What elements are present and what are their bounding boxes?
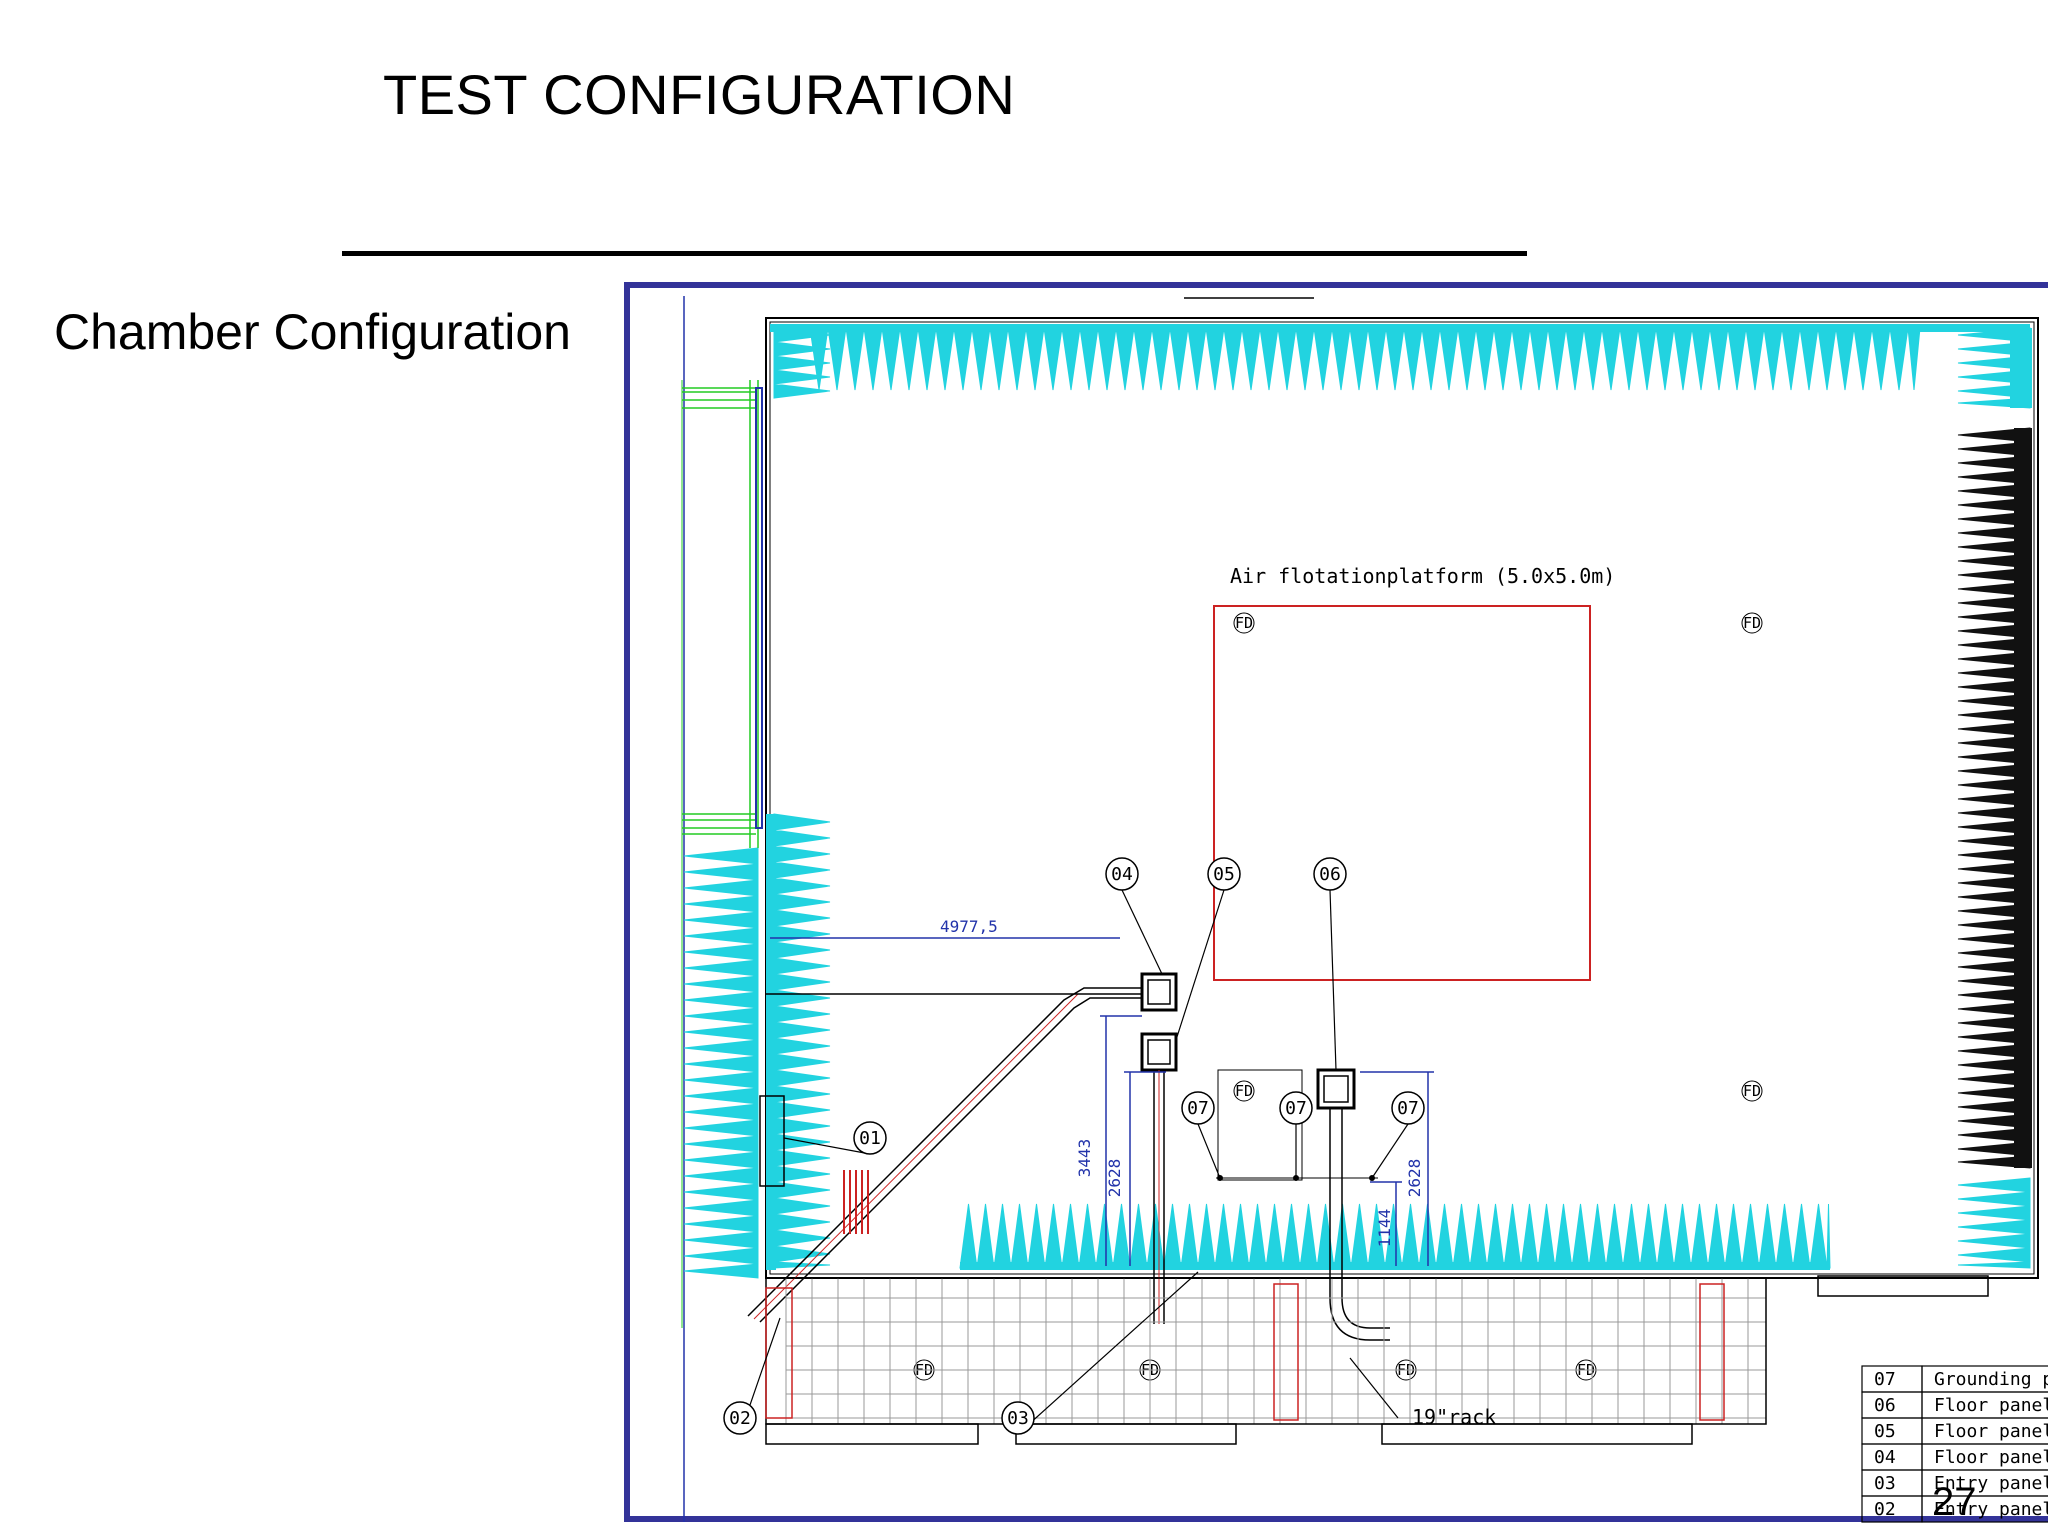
chamber-drawing: Air flotationplatform (5.0x5.0m) FD FD F… <box>681 296 2048 1523</box>
absorber-cone <box>809 327 1921 391</box>
absorber-cone <box>959 1203 1831 1269</box>
callout-circle <box>1313 857 1347 891</box>
legend-description: Entry panel <box>1934 1473 2048 1494</box>
callout-label-06: 06 <box>1319 864 1341 885</box>
legend-description: Entry panel <box>1934 1499 2048 1520</box>
rack-label: 19"rack <box>1412 1405 1496 1429</box>
legend-number: 06 <box>1874 1395 1896 1416</box>
absorber-cone <box>1957 427 2031 1169</box>
legend-number: 07 <box>1874 1369 1896 1390</box>
fd-marker: FD <box>1743 1082 1761 1100</box>
callout-circle <box>1207 857 1241 891</box>
absorber-cone <box>683 847 759 1279</box>
cable-duct <box>747 987 1390 1341</box>
callout-label-07: 07 <box>1187 1098 1209 1119</box>
callout-circle <box>1391 1091 1425 1125</box>
page-number: 27 <box>1932 1480 1977 1524</box>
callout-leader <box>1175 889 1225 1041</box>
absorber-left-outer <box>683 847 759 1279</box>
absorber-left-bottom <box>766 813 831 1270</box>
callout-label-07: 07 <box>1285 1098 1307 1119</box>
dim-horizontal: 4977,5 <box>940 917 998 936</box>
air-flotation-platform <box>1213 605 1591 981</box>
door-structure <box>681 380 759 1328</box>
absorber-bottom <box>959 1203 1831 1270</box>
fd-marker: FD <box>1235 614 1253 632</box>
door-frame <box>755 387 763 829</box>
callout-leader <box>1017 1271 1199 1435</box>
absorber-right-cyan-top <box>1957 327 2032 409</box>
callout-circle <box>853 1121 887 1155</box>
callout-label-01: 01 <box>859 1128 881 1149</box>
absorber-left-top <box>773 327 831 399</box>
legend-number: 02 <box>1874 1499 1896 1520</box>
legend-number: 03 <box>1874 1473 1896 1494</box>
legend-description: Floor panel <box>1934 1395 2048 1416</box>
fd-marker: FD <box>1743 614 1761 632</box>
absorber-cone <box>773 327 831 399</box>
callout-group: 01 02 03 04 05 06 07 07 07 <box>723 857 1425 1435</box>
callout-leader <box>1371 1123 1409 1179</box>
absorber-cone <box>1957 1177 2031 1269</box>
callout-circle <box>1105 857 1139 891</box>
legend-number: 05 <box>1874 1421 1896 1442</box>
title-underline <box>342 251 1527 256</box>
platform-label: Air flotationplatform (5.0x5.0m) <box>1230 564 1615 588</box>
dim-vertical-2: 2628 <box>1105 1159 1124 1198</box>
dim-vertical-3: 2628 <box>1405 1159 1424 1198</box>
callout-label-04: 04 <box>1111 864 1133 885</box>
callout-leader <box>1329 889 1337 1071</box>
section-label: Chamber Configuration <box>54 304 571 360</box>
legend-description: Grounding p <box>1934 1369 2048 1390</box>
callout-label-05: 05 <box>1213 864 1235 885</box>
legend-number: 04 <box>1874 1447 1896 1468</box>
callout-leader <box>783 1137 871 1155</box>
chamber-drawing-frame: Air flotationplatform (5.0x5.0m) FD FD F… <box>624 282 2048 1523</box>
callout-leader <box>1121 889 1163 975</box>
bottom-right-panel <box>1817 1275 1989 1297</box>
legend-description: Floor panel <box>1934 1421 2048 1442</box>
callout-circle <box>1001 1401 1035 1435</box>
callout-circle <box>1279 1091 1313 1125</box>
dim-vertical-1: 3443 <box>1075 1139 1094 1178</box>
dimension-lines <box>770 937 1434 1266</box>
legend-description: Floor panel <box>1934 1447 2048 1468</box>
chamber-wall-inner <box>769 321 2035 1275</box>
absorber-top <box>770 324 2030 391</box>
callout-label-02: 02 <box>729 1408 751 1429</box>
feedthrough-block <box>843 1170 869 1234</box>
dim-vertical-4: 1144 <box>1375 1209 1394 1248</box>
instrument-box <box>1217 1069 1303 1181</box>
slide-title: TEST CONFIGURATION <box>383 63 1016 126</box>
fd-marker: FD <box>1235 1082 1253 1100</box>
absorber-right-dark <box>1957 427 2032 1169</box>
absorber-cone <box>773 813 831 1269</box>
callout-circle <box>1181 1091 1215 1125</box>
callout-label-03: 03 <box>1007 1408 1029 1429</box>
callout-circle <box>723 1401 757 1435</box>
callout-label-07: 07 <box>1397 1098 1419 1119</box>
door-panel-left <box>759 1095 785 1187</box>
callout-leader <box>1197 1123 1221 1179</box>
floor-grid <box>785 1278 1766 1424</box>
absorber-right-cyan-bottom <box>1957 1177 2031 1269</box>
